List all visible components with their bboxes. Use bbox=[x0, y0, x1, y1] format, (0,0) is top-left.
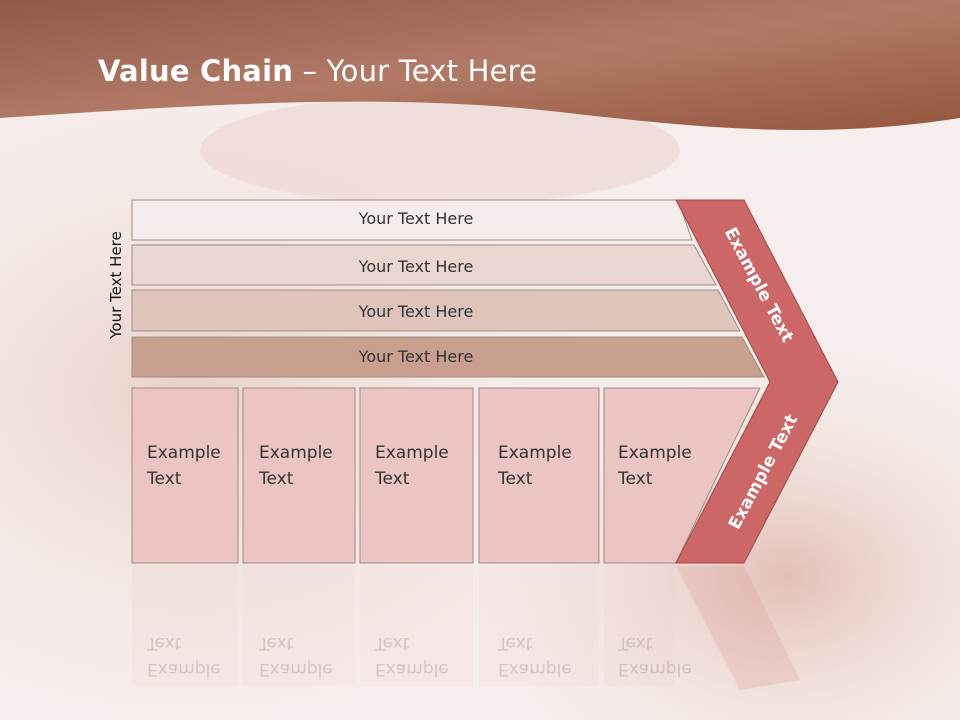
row-4 bbox=[131, 336, 765, 378]
reflection-line2: Text bbox=[375, 633, 410, 653]
box-1-line1: Example bbox=[147, 443, 221, 463]
chevron bbox=[675, 199, 839, 564]
box-5 bbox=[603, 387, 761, 564]
reflection-line1: Example bbox=[147, 659, 221, 679]
row-2 bbox=[131, 244, 717, 286]
row-1 bbox=[131, 199, 693, 241]
title-rest: – Your Text Here bbox=[293, 54, 538, 88]
box-2-reflection: Example Text bbox=[259, 630, 333, 682]
box-5-line2: Text bbox=[618, 469, 653, 489]
box-3-line1: Example bbox=[375, 443, 449, 463]
header-band bbox=[0, 0, 960, 131]
box-1-reflection: Example Text bbox=[147, 630, 221, 682]
row-1-label[interactable]: Your Text Here bbox=[358, 209, 474, 228]
box-4-reflection: Example Text bbox=[498, 630, 572, 682]
row-4-label[interactable]: Your Text Here bbox=[358, 347, 474, 366]
reflection-line1: Example bbox=[498, 659, 572, 679]
reflection-line1: Example bbox=[259, 659, 333, 679]
box-4-line1: Example bbox=[498, 443, 572, 463]
box-3 bbox=[359, 387, 474, 564]
box-5-reflection: Example Text bbox=[618, 630, 692, 682]
reflection-line2: Text bbox=[498, 633, 533, 653]
box-1 bbox=[131, 387, 239, 564]
row-3 bbox=[131, 289, 741, 332]
row-3-label[interactable]: Your Text Here bbox=[358, 302, 474, 321]
box-2-line1: Example bbox=[259, 443, 333, 463]
box-5-line1: Example bbox=[618, 443, 692, 463]
row-2-label[interactable]: Your Text Here bbox=[358, 257, 474, 276]
reflection-line1: Example bbox=[618, 659, 692, 679]
box-1-line2: Text bbox=[147, 469, 182, 489]
box-2 bbox=[242, 387, 356, 564]
reflection-line2: Text bbox=[147, 633, 182, 653]
slide-title: Value Chain – Your Text Here bbox=[98, 54, 537, 88]
reflection-line2: Text bbox=[618, 633, 653, 653]
box-3-line2: Text bbox=[375, 469, 410, 489]
reflection bbox=[132, 566, 800, 690]
box-3-reflection: Example Text bbox=[375, 630, 449, 682]
reflection-line1: Example bbox=[375, 659, 449, 679]
vertical-label: Your Text Here bbox=[107, 231, 125, 339]
box-2-line2: Text bbox=[259, 469, 294, 489]
box-4-line2: Text bbox=[498, 469, 533, 489]
box-4 bbox=[478, 387, 600, 564]
title-bold: Value Chain bbox=[98, 54, 294, 88]
reflection-line2: Text bbox=[259, 633, 294, 653]
